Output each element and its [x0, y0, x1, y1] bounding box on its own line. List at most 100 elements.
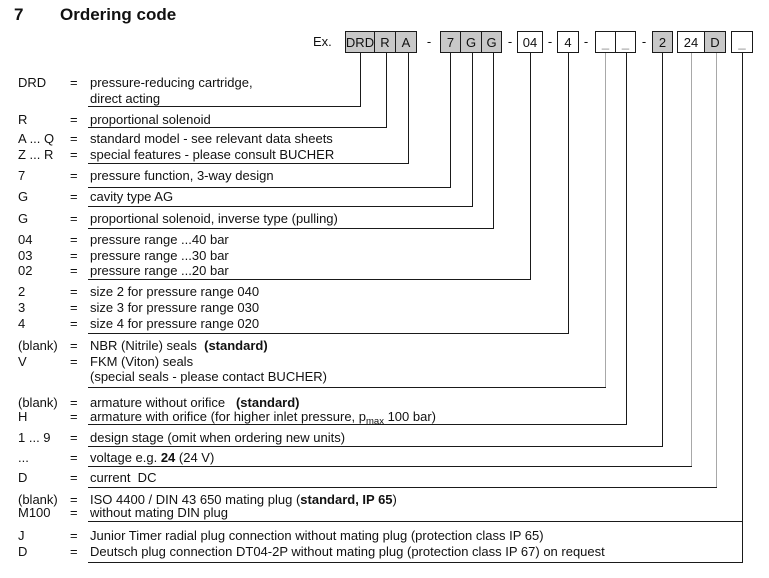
code-box: _: [615, 31, 636, 53]
connector-underline: [88, 387, 606, 388]
code-box-value: 04: [522, 34, 538, 50]
row-label: 03: [18, 248, 33, 263]
code-box-group: _: [731, 31, 753, 53]
connector-underline: [88, 466, 692, 467]
row-description: standard model - see relevant data sheet…: [90, 131, 333, 146]
row-label: A ... Q: [18, 131, 55, 146]
equals-sign: =: [70, 131, 78, 146]
row-description: current DC: [90, 470, 157, 485]
equals-sign: =: [70, 338, 78, 353]
code-row: V=FKM (Viton) seals: [0, 354, 769, 370]
row-label: 1 ... 9: [18, 430, 51, 445]
equals-sign: =: [70, 75, 78, 90]
code-row: R = proportional solenoid: [0, 112, 769, 128]
equals-sign: =: [70, 316, 78, 331]
row-label: G: [18, 211, 29, 226]
equals-sign: =: [70, 300, 78, 315]
connector-underline: [88, 446, 663, 447]
code-row: DRD=pressure-reducing cartridge,: [0, 75, 769, 91]
row-label: D: [18, 470, 28, 485]
connector-underline: [88, 163, 409, 164]
connector-vertical-line: [360, 53, 361, 106]
row-label: 7: [18, 168, 26, 183]
code-box-value: 24: [683, 34, 699, 50]
row-label: (blank): [18, 395, 58, 410]
row-label: V: [18, 354, 27, 369]
code-row: 4 = size 4 for pressure range 020: [0, 316, 769, 332]
code-box-group: 2: [652, 31, 673, 53]
page-title: Ordering code: [60, 5, 177, 24]
code-row: D=current DC: [0, 470, 769, 486]
row-label: Z ... R: [18, 147, 54, 162]
code-row: (blank)=ISO 4400 / DIN 43 650 mating plu…: [0, 492, 769, 508]
code-box: 7: [440, 31, 461, 53]
equals-sign: =: [70, 505, 78, 520]
connector-underline: [88, 562, 743, 563]
connector-underline: [88, 106, 361, 107]
code-row: (blank)=NBR (Nitrile) seals (standard): [0, 338, 769, 354]
connector-vertical-line: [408, 53, 409, 163]
code-box-value: R: [380, 34, 390, 50]
code-box: 04: [517, 31, 543, 53]
row-description: Deutsch plug connection DT04-2P without …: [90, 544, 605, 559]
row-label: R: [18, 112, 28, 127]
row-description: NBR (Nitrile) seals (standard): [90, 338, 268, 353]
row-label: G: [18, 189, 29, 204]
equals-sign: =: [70, 248, 78, 263]
row-description: size 2 for pressure range 040: [90, 284, 260, 299]
code-separator-dash: -: [583, 34, 589, 49]
connector-underline: [88, 521, 743, 522]
equals-sign: =: [70, 232, 78, 247]
equals-sign: =: [70, 528, 78, 543]
code-box-value: DRD: [345, 34, 375, 50]
row-description: pressure range ...20 bar: [90, 263, 229, 278]
row-description: armature without orifice (standard): [90, 395, 300, 410]
equals-sign: =: [70, 492, 78, 507]
code-box-placeholder: _: [601, 34, 610, 50]
equals-sign: =: [70, 354, 78, 369]
connector-vertical-line: [493, 53, 494, 228]
code-box: R: [374, 31, 396, 53]
connector-underline: [88, 187, 451, 188]
code-box-group: 4: [557, 31, 579, 53]
row-label: M100: [18, 505, 51, 520]
code-box-placeholder: _: [738, 34, 746, 50]
code-row: Z ... R=special features - please consul…: [0, 147, 769, 163]
connector-underline: [88, 228, 494, 229]
connector-vertical-line: [626, 53, 627, 424]
code-row: J=Junior Timer radial plug connection wi…: [0, 528, 769, 544]
connector-vertical-line: [530, 53, 531, 279]
code-row: 04=pressure range ...40 bar: [0, 232, 769, 248]
code-box: 2: [652, 31, 673, 53]
row-label: DRD: [18, 75, 47, 90]
code-row: (blank)=armature without orifice (standa…: [0, 395, 769, 411]
connector-underline: [88, 279, 531, 280]
row-description: pressure range ...30 bar: [90, 248, 229, 263]
code-separator-dash: -: [507, 34, 513, 49]
code-box: G: [481, 31, 502, 53]
connector-vertical-line: [386, 53, 387, 127]
code-row: 1 ... 9=design stage (omit when ordering…: [0, 430, 769, 446]
connector-vertical-line: [568, 53, 569, 333]
row-label: H: [18, 409, 28, 424]
code-row: 2=size 2 for pressure range 040: [0, 284, 769, 300]
code-box-group: 04: [517, 31, 543, 53]
row-description: size 4 for pressure range 020: [90, 316, 260, 331]
code-row: A ... Q = standard model - see relevant da…: [0, 131, 769, 147]
row-label: 4: [18, 316, 26, 331]
row-description: cavity type AG: [90, 189, 174, 204]
connector-vertical-line: [662, 53, 663, 446]
equals-sign: =: [70, 147, 78, 162]
row-label: (blank): [18, 492, 58, 507]
connector-underline: [88, 333, 569, 334]
equals-sign: =: [70, 112, 78, 127]
code-box-value: 7: [446, 34, 455, 50]
connector-underline: [88, 127, 387, 128]
row-description: (special seals - please contact BUCHER): [90, 369, 327, 384]
row-description: pressure function, 3-way design: [90, 168, 274, 183]
connector-vertical-line: [472, 53, 473, 206]
row-description: proportional solenoid: [90, 112, 211, 127]
code-box: _: [731, 31, 753, 53]
